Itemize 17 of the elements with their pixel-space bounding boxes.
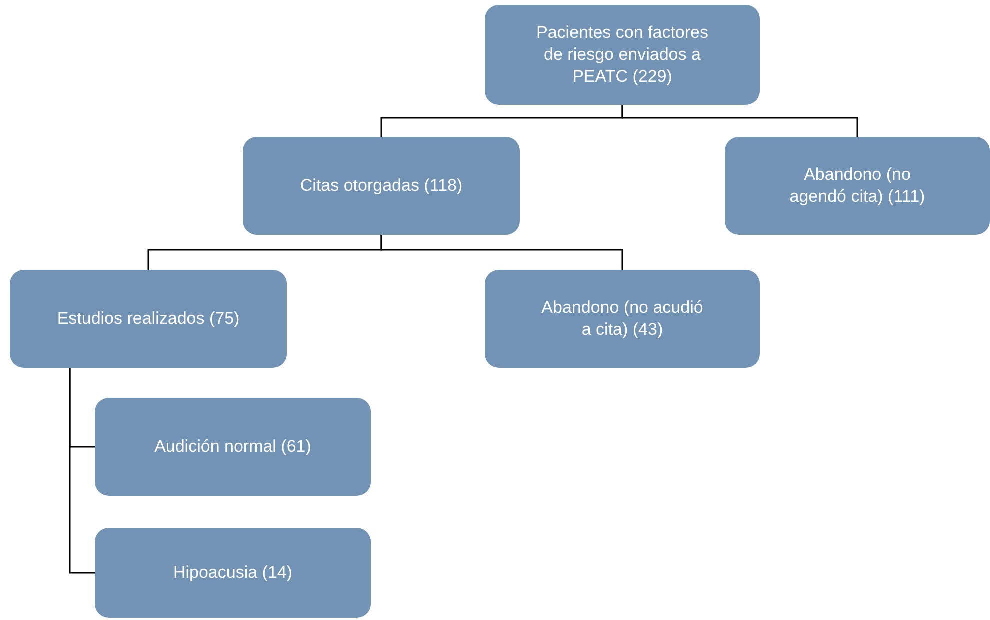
box-label: Pacientes con factores de riesgo enviados a PEATC (229)	[536, 22, 710, 88]
box-label: Citas otorgadas (118)	[300, 175, 463, 197]
connector-line	[380, 235, 624, 270]
process-box	[95, 528, 371, 618]
process-box	[485, 5, 760, 105]
connector-line	[622, 105, 858, 137]
box-label: Abandono (no acudió a cita) (43)	[540, 297, 704, 341]
process-box	[725, 137, 990, 235]
box-label: Abandono (no agendó cita) (111)	[788, 164, 926, 208]
box-label: Audición normal (61)	[154, 436, 312, 458]
box-label: Hipoacusia (14)	[173, 562, 293, 584]
box-label: Estudios realizados (75)	[57, 308, 240, 330]
process-box	[10, 270, 287, 368]
connector-line	[69, 368, 95, 574]
process-box	[243, 137, 520, 235]
process-box	[95, 398, 371, 496]
process-box	[485, 270, 760, 368]
